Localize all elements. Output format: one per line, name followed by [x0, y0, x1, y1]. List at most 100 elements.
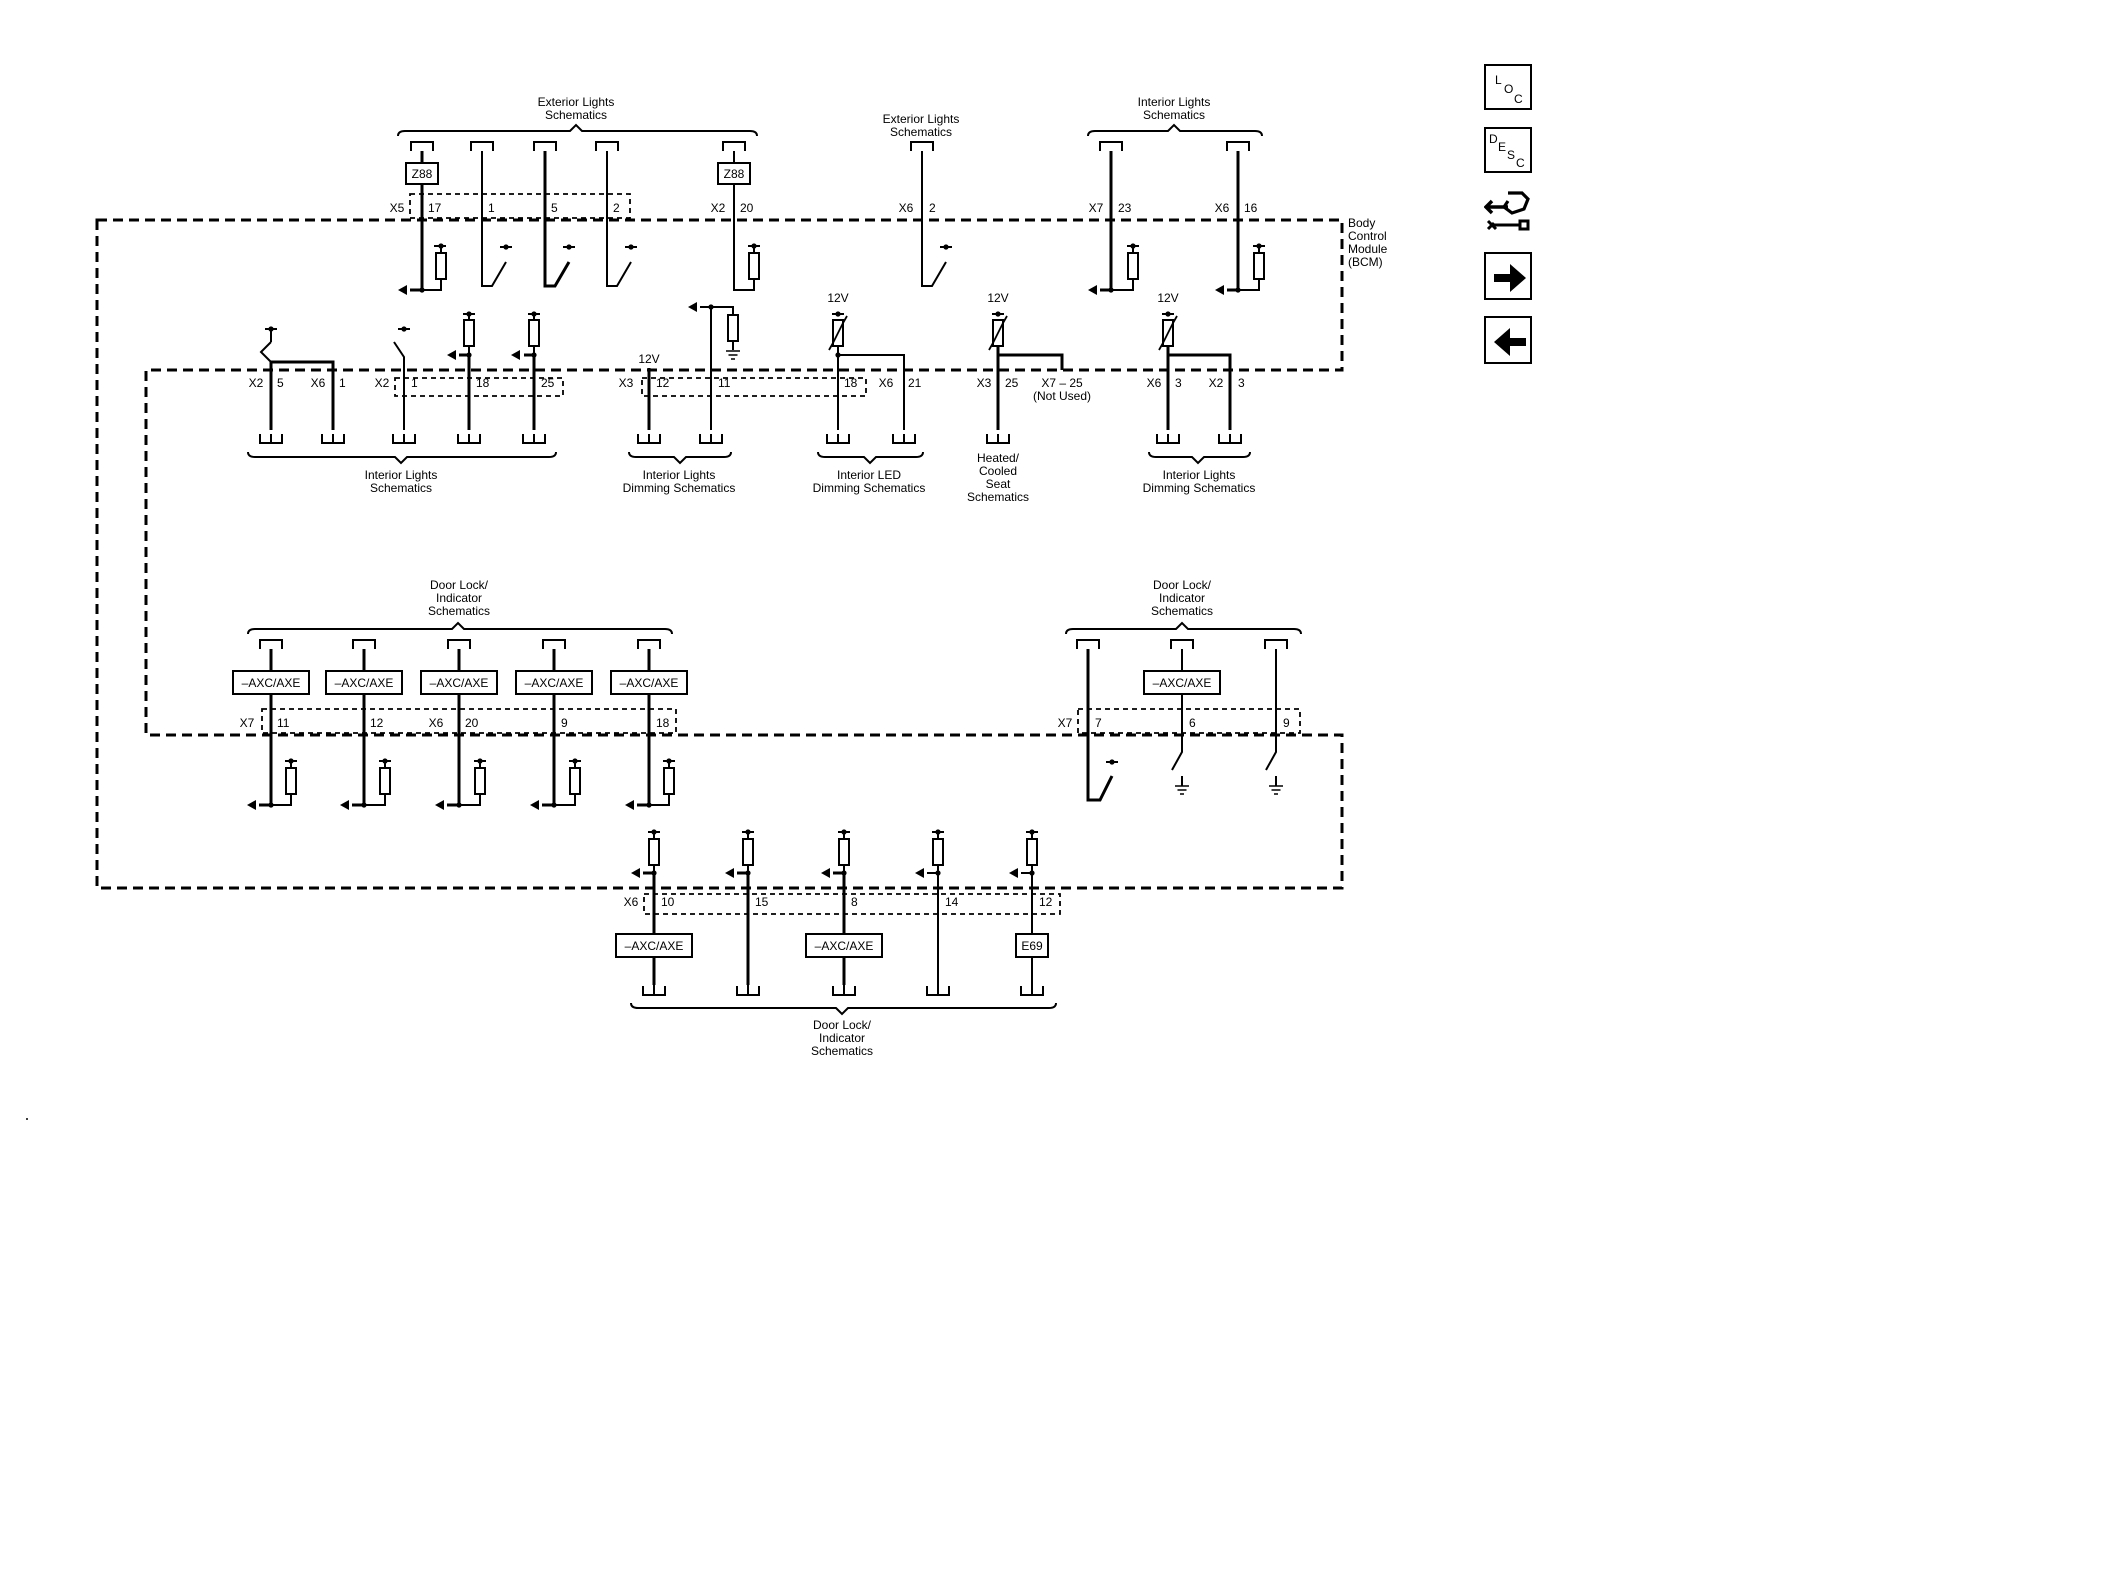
connector-labels: X5 X2 X6 X7 X6 X2 X6 X2 X3 X6 X3 X6 X2 X… — [240, 201, 1230, 909]
pin-label: 1 — [411, 376, 418, 390]
row1-option-boxes — [405, 162, 751, 185]
connector-tool-icon[interactable] — [1483, 187, 1532, 239]
connector-label: X3 — [977, 376, 992, 390]
row2-circuits — [247, 301, 1251, 465]
not-used-label: (Not Used) — [1033, 389, 1091, 403]
row3-option-boxes — [232, 670, 1221, 695]
connector-label: X2 — [711, 201, 726, 215]
desc-letter: S — [1507, 148, 1515, 162]
connector-subboxes — [261, 193, 1301, 915]
connector-label: X7 — [240, 716, 255, 730]
pin-label: 7 — [1095, 716, 1102, 730]
voltage-labels: 12V 12V 12V 12V — [638, 291, 1178, 366]
connector-label: X3 — [619, 376, 634, 390]
pin-label: 25 — [1005, 376, 1019, 390]
loc-letter: O — [1504, 82, 1513, 96]
row4-option-boxes — [615, 933, 1049, 958]
pin-label: 8 — [851, 895, 858, 909]
pin-label: 2 — [929, 201, 936, 215]
voltage-label: 12V — [827, 291, 848, 305]
desc-letter: C — [1516, 156, 1525, 170]
pin-label: 2 — [613, 201, 620, 215]
connector-label: X2 — [375, 376, 390, 390]
loc-icon[interactable]: L O C — [1484, 64, 1532, 110]
pin-label: 25 — [541, 376, 555, 390]
x7-25-label: X7 – 25 — [1041, 376, 1083, 390]
voltage-label: 12V — [638, 352, 659, 366]
pin-label: 1 — [339, 376, 346, 390]
connector-label: X6 — [879, 376, 894, 390]
pin-label: 18 — [476, 376, 490, 390]
pin-label: 15 — [755, 895, 769, 909]
voltage-label: 12V — [1157, 291, 1178, 305]
pin-label: 11 — [277, 716, 290, 730]
connector-label: X7 — [1058, 716, 1073, 730]
connector-label: X6 — [899, 201, 914, 215]
axc-axe-label: –AXC/AXE — [625, 939, 684, 953]
desc-letter: D — [1489, 132, 1498, 146]
previous-arrow-icon[interactable] — [1484, 316, 1532, 364]
option-labels: Z88 Z88 –AXC/AXE –AXC/AXE –AXC/AXE –AXC/… — [242, 167, 1212, 953]
connector-label: X2 — [249, 376, 264, 390]
pin-label: 12 — [370, 716, 384, 730]
axc-axe-label: –AXC/AXE — [525, 676, 584, 690]
z88-label: Z88 — [412, 167, 433, 181]
connector-label: X5 — [390, 201, 405, 215]
pin-label: 5 — [551, 201, 558, 215]
desc-letter: E — [1498, 140, 1506, 154]
desc-icon[interactable]: D E S C — [1484, 127, 1532, 173]
pin-label: 12 — [656, 376, 670, 390]
axc-axe-label: –AXC/AXE — [335, 676, 394, 690]
axc-axe-label: –AXC/AXE — [620, 676, 679, 690]
loc-letter: L — [1495, 73, 1502, 87]
pin-label: 18 — [656, 716, 670, 730]
pin-label: 6 — [1189, 716, 1196, 730]
pin-label: 1 — [488, 201, 495, 215]
connector-label: X6 — [1215, 201, 1230, 215]
connector-label: X7 — [1089, 201, 1104, 215]
pin-label: 21 — [908, 376, 922, 390]
pin-label: 9 — [561, 716, 568, 730]
row1-circuits — [397, 123, 1265, 296]
connector-label: X6 — [429, 716, 444, 730]
pin-label: 20 — [465, 716, 479, 730]
connector-label: X2 — [1209, 376, 1224, 390]
z88-label: Z88 — [724, 167, 745, 181]
loc-letter: C — [1514, 92, 1523, 106]
e69-label: E69 — [1021, 939, 1043, 953]
pin-label: 5 — [277, 376, 284, 390]
pin-labels: 17 1 5 2 20 2 23 16 5 1 1 18 25 12 11 18… — [277, 201, 1290, 909]
connector-label: X6 — [624, 895, 639, 909]
axc-axe-label: –AXC/AXE — [430, 676, 489, 690]
pin-label: 16 — [1244, 201, 1258, 215]
pin-label: 12 — [1039, 895, 1053, 909]
voltage-label: 12V — [987, 291, 1008, 305]
pin-label: 23 — [1118, 201, 1132, 215]
next-arrow-icon[interactable] — [1484, 252, 1532, 300]
pin-label: 17 — [428, 201, 442, 215]
pin-label: 9 — [1283, 716, 1290, 730]
row4-circuits — [630, 828, 1057, 1016]
pin-label: 3 — [1175, 376, 1182, 390]
axc-axe-label: –AXC/AXE — [242, 676, 301, 690]
pin-label: 11 — [718, 376, 731, 390]
bcm-boundary — [95, 218, 1344, 890]
pin-label: 3 — [1238, 376, 1245, 390]
connector-label: X6 — [311, 376, 326, 390]
axc-axe-label: –AXC/AXE — [1153, 676, 1212, 690]
pin-label: 14 — [945, 895, 959, 909]
